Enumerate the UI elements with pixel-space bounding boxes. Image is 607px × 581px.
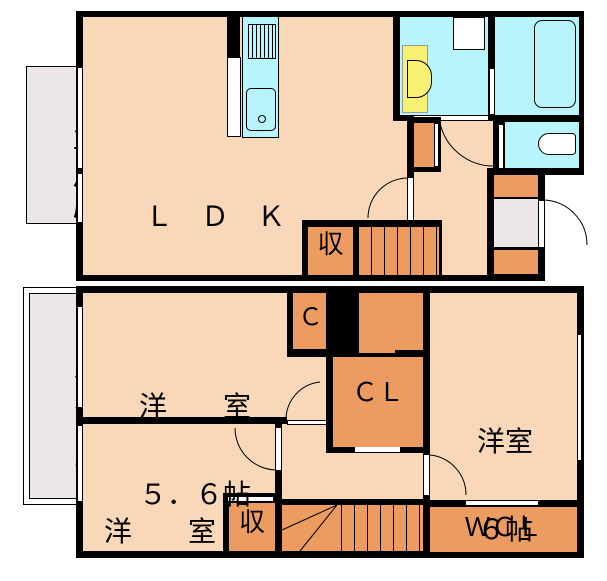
entrance-floor <box>494 199 538 247</box>
room-b-door[interactable] <box>276 428 281 470</box>
walk-in-closet <box>430 507 577 552</box>
shoe-storage-bottom <box>494 250 538 274</box>
room-b-window[interactable] <box>77 426 83 501</box>
room-a-window[interactable] <box>77 307 83 407</box>
bathroom-floor <box>495 17 579 115</box>
room-c-door[interactable] <box>424 455 429 495</box>
sink-icon <box>246 88 276 131</box>
bathtub-icon <box>534 20 576 108</box>
washroom-door[interactable] <box>414 116 488 120</box>
bathroom-door[interactable] <box>489 68 495 115</box>
washbasin-icon <box>407 60 432 98</box>
kitchen-column <box>227 17 240 57</box>
closet-large-label: ＣＬ <box>351 378 404 408</box>
wcl-door[interactable] <box>466 501 538 505</box>
room-b-label: 洋 室 ４．５帖 <box>103 514 216 548</box>
ldk-door[interactable] <box>408 178 413 220</box>
ldk-storage-label: 収 <box>317 230 344 260</box>
ldk-window[interactable] <box>77 68 83 168</box>
ldk-storage <box>308 227 353 275</box>
stairs-second-floor[interactable] <box>329 505 423 551</box>
shoe-storage-top <box>494 175 538 197</box>
room-b-storage-label: 収 <box>238 508 265 538</box>
washing-machine-icon <box>453 17 485 50</box>
closet-large <box>359 293 423 353</box>
hall-storage <box>414 123 434 167</box>
room-b-storage <box>229 503 275 551</box>
garden-area <box>26 66 78 224</box>
room-a-label: 洋 室 ５．６帖 <box>138 389 251 511</box>
room-c-floor <box>430 293 577 500</box>
stove-icon <box>248 24 276 59</box>
ldk-window-2[interactable] <box>77 174 83 222</box>
room-c-label: 洋室 ６帖 <box>476 424 533 546</box>
vanity <box>402 45 428 113</box>
room-b-floor <box>83 424 223 551</box>
stairs-first-floor[interactable] <box>359 227 439 275</box>
entrance-door[interactable] <box>538 200 545 248</box>
toilet-icon <box>538 133 576 155</box>
walk-in-closet-label: ＷＣＬ <box>464 513 543 543</box>
room-c-window[interactable] <box>577 335 582 460</box>
closet-large-door[interactable] <box>355 447 400 452</box>
